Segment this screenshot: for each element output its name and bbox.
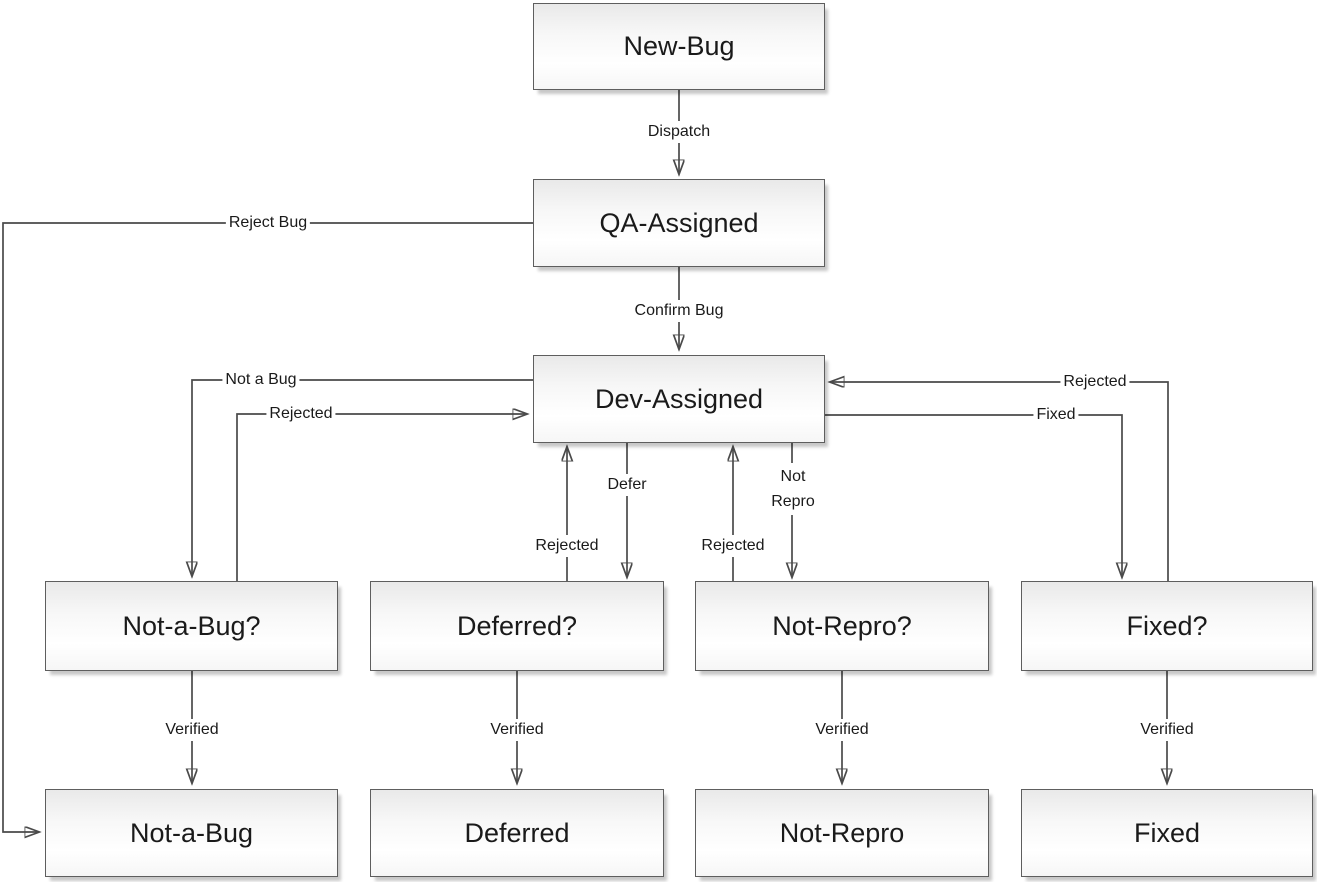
node-dev-assigned-label: Dev-Assigned xyxy=(594,383,764,414)
node-deferred-check-label: Deferred? xyxy=(456,610,578,641)
edge-label-verified-notabug: Verified xyxy=(162,719,222,741)
node-not-a-bug-check: Not-a-Bug? xyxy=(45,581,338,671)
node-qa-assigned: QA-Assigned xyxy=(533,179,825,267)
node-new-bug-label: New-Bug xyxy=(623,31,735,61)
edge-label-dispatch: Dispatch xyxy=(644,121,714,143)
node-fixed-label: Fixed xyxy=(1133,817,1201,848)
node-not-repro-check-label: Not-Repro? xyxy=(772,610,912,641)
edge-label-reject-bug: Reject Bug xyxy=(225,212,311,234)
edge-label-verified-notrepro: Verified xyxy=(812,719,872,741)
edge-label-confirm-bug: Confirm Bug xyxy=(631,300,727,322)
edge-label-rejected-from-deferred: Rejected xyxy=(532,535,602,557)
node-deferred-label: Deferred xyxy=(464,817,570,848)
edge-label-not-repro: Not Repro xyxy=(764,463,822,515)
node-new-bug: New-Bug xyxy=(533,3,825,90)
edge-label-defer: Defer xyxy=(604,474,650,496)
node-deferred: Deferred xyxy=(370,789,664,877)
node-not-repro: Not-Repro xyxy=(695,789,989,877)
node-fixed-check-label: Fixed? xyxy=(1126,610,1208,641)
node-fixed-check: Fixed? xyxy=(1021,581,1313,671)
node-not-a-bug-check-label: Not-a-Bug? xyxy=(122,610,261,641)
node-not-repro-check: Not-Repro? xyxy=(695,581,989,671)
edge-label-rejected-from-fixed: Rejected xyxy=(1060,371,1130,393)
edge-fixed-line xyxy=(825,414,1122,577)
edge-label-verified-deferred: Verified xyxy=(487,719,547,741)
edge-rejected-from-notabug-line xyxy=(236,414,527,581)
edge-label-not-a-bug: Not a Bug xyxy=(222,369,300,391)
edge-rejected-from-fixed-line xyxy=(830,382,1169,581)
edge-label-fixed: Fixed xyxy=(1033,404,1079,426)
edge-label-rejected-from-notabug: Rejected xyxy=(266,403,336,425)
node-deferred-check: Deferred? xyxy=(370,581,664,671)
edge-label-rejected-from-notrepro: Rejected xyxy=(698,535,768,557)
edge-reject-bug-line xyxy=(2,222,533,832)
edge-not-a-bug-line xyxy=(192,379,533,576)
edge-label-verified-fixed: Verified xyxy=(1137,719,1197,741)
node-fixed: Fixed xyxy=(1021,789,1313,877)
node-not-repro-label: Not-Repro xyxy=(779,817,905,848)
node-dev-assigned: Dev-Assigned xyxy=(533,355,825,443)
node-not-a-bug-label: Not-a-Bug xyxy=(129,817,254,848)
node-qa-assigned-label: QA-Assigned xyxy=(599,207,759,238)
node-not-a-bug: Not-a-Bug xyxy=(45,789,338,877)
